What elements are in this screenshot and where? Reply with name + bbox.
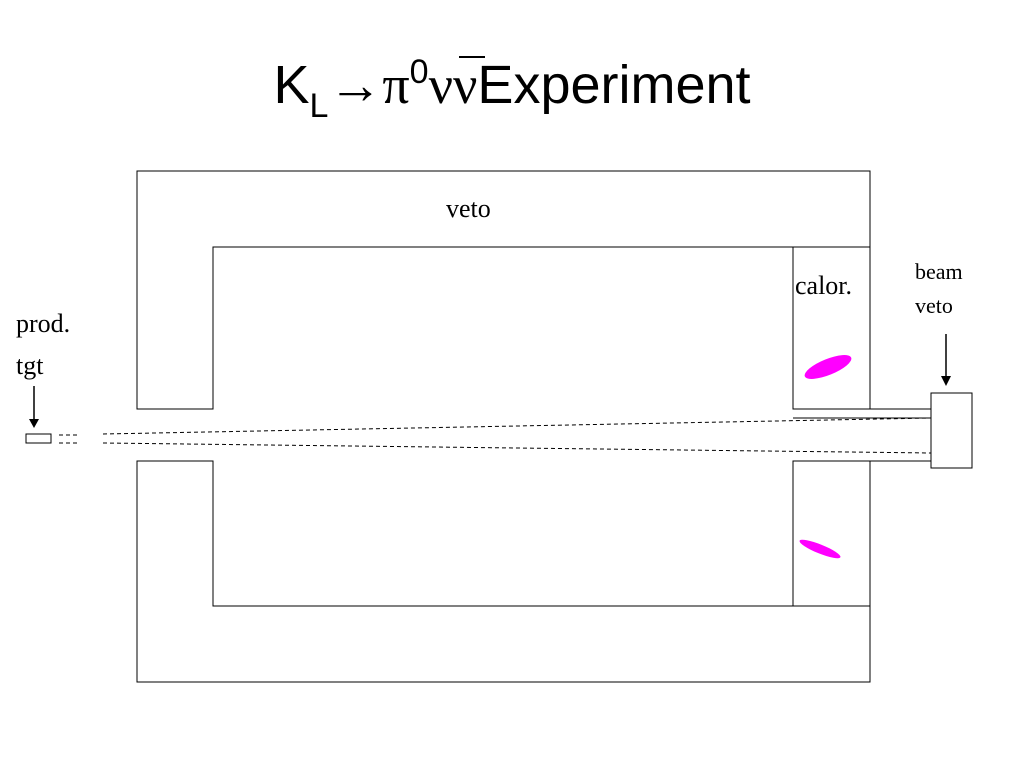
title-arrow: → (328, 55, 383, 115)
upper-veto-wall (136, 170, 871, 410)
beam-veto-label-line2: veto (915, 293, 953, 318)
lower-calorimeter (792, 460, 871, 607)
beam-envelope-lower (102, 442, 932, 454)
title-nu-bar: ν (453, 50, 486, 120)
slide-title: KL→π0ννExperiment (0, 50, 1024, 125)
prod-tgt-label-line1: prod. (16, 309, 70, 338)
beam-veto-label-line1: beam (915, 259, 963, 284)
veto-label: veto (446, 194, 491, 223)
upper-gamma-cluster (804, 355, 852, 379)
prod-tgt-arrow-head (29, 419, 39, 428)
title-k: K (273, 55, 310, 115)
beam-veto-arrow-head (941, 376, 951, 386)
title-experiment: Experiment (477, 55, 751, 115)
lower-veto-wall (136, 460, 871, 683)
title-nu: ν (428, 55, 453, 115)
lower-gamma-cluster (799, 539, 841, 559)
title-pi: π (382, 55, 410, 115)
production-target (25, 433, 52, 444)
beam-veto-box (930, 392, 973, 469)
title-subscript-l: L (309, 87, 329, 125)
title-superscript-0: 0 (409, 53, 429, 91)
prod-tgt-label-line2: tgt (16, 351, 44, 380)
calorimeter-label: calor. (795, 271, 852, 300)
beam-envelope-upper (102, 417, 932, 435)
